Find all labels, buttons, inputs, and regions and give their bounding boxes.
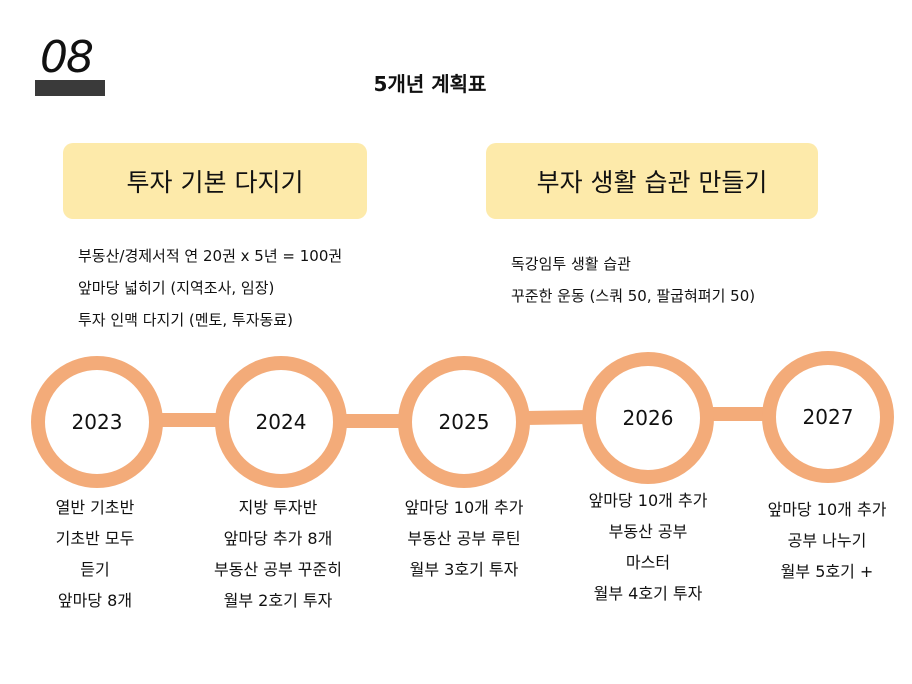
timeline-rings: [31, 351, 894, 488]
year-label-2024: 2024: [255, 410, 307, 434]
year-plan-line: 공부 나누기: [787, 531, 867, 550]
slide-number-underline: [35, 80, 105, 96]
year-label-2025: 2025: [438, 410, 490, 434]
year-plan-line: 부동산 공부: [608, 522, 688, 541]
year-plan-line: 앞마당 10개 추가: [588, 491, 708, 510]
goal-box-wealthy-habits: 부자 생활 습관 만들기: [486, 143, 818, 219]
year-plan-2023: 열반 기초반 기초반 모두 듣기 앞마당 8개: [10, 492, 180, 616]
year-plan-2026: 앞마당 10개 추가 부동산 공부 마스터 월부 4호기 투자: [563, 485, 733, 609]
goal-detail-item: 부동산/경제서적 연 20권 x 5년 = 100권: [78, 247, 343, 265]
year-ring-2024: [215, 356, 347, 488]
year-plan-line: 듣기: [80, 560, 110, 579]
year-plan-line: 부동산 공부 꾸준히: [214, 560, 342, 579]
year-ring-2026: [582, 352, 714, 484]
year-plan-line: 앞마당 8개: [57, 591, 133, 610]
year-plan-line: 월부 2호기 투자: [223, 591, 333, 610]
year-label-2026: 2026: [622, 406, 674, 430]
year-plan-line: 지방 투자반: [238, 498, 318, 517]
goal-detail-item: 독강임투 생활 습관: [511, 255, 631, 273]
year-plan-line: 앞마당 추가 8개: [223, 529, 333, 548]
goal-details-investment-basics: 부동산/경제서적 연 20권 x 5년 = 100권 앞마당 넓히기 (지역조사…: [78, 240, 342, 336]
year-plan-line: 열반 기초반: [55, 498, 135, 517]
slide-number: 08: [40, 32, 94, 83]
year-ring-2025: [398, 356, 530, 488]
year-plan-2027: 앞마당 10개 추가 공부 나누기 월부 5호기 +: [742, 494, 912, 587]
year-plan-line: 기초반 모두: [55, 529, 135, 548]
year-label-2027: 2027: [802, 405, 854, 429]
year-plan-line: 앞마당 10개 추가: [404, 498, 524, 517]
page-title: 5개년 계획표: [373, 72, 487, 96]
year-plan-line: 앞마당 10개 추가: [767, 500, 887, 519]
timeline-connectors: [160, 407, 768, 428]
year-plan-line: 월부 4호기 투자: [593, 584, 703, 603]
year-ring-2027: [762, 351, 894, 483]
year-label-2023: 2023: [71, 410, 123, 434]
year-plan-line: 월부 5호기 +: [780, 562, 874, 581]
timeline-connector: [524, 410, 591, 425]
goal-box-investment-basics: 투자 기본 다지기: [63, 143, 367, 219]
year-plan-line: 부동산 공부 루틴: [407, 529, 521, 548]
goal-detail-item: 꾸준한 운동 (스쿼 50, 팔굽혀펴기 50): [511, 287, 756, 305]
year-plan-line: 마스터: [625, 553, 671, 572]
goal-detail-item: 투자 인맥 다지기 (멘토, 투자동료): [78, 311, 293, 329]
goal-detail-item: 앞마당 넓히기 (지역조사, 임장): [78, 279, 275, 297]
year-plan-line: 월부 3호기 투자: [409, 560, 519, 579]
year-ring-2023: [31, 356, 163, 488]
goal-details-wealthy-habits: 독강임투 생활 습관 꾸준한 운동 (스쿼 50, 팔굽혀펴기 50): [511, 248, 755, 312]
timeline-graphic: [31, 351, 894, 488]
year-plan-2025: 앞마당 10개 추가 부동산 공부 루틴 월부 3호기 투자: [379, 492, 549, 585]
year-plan-2024: 지방 투자반 앞마당 추가 8개 부동산 공부 꾸준히 월부 2호기 투자: [193, 492, 363, 616]
